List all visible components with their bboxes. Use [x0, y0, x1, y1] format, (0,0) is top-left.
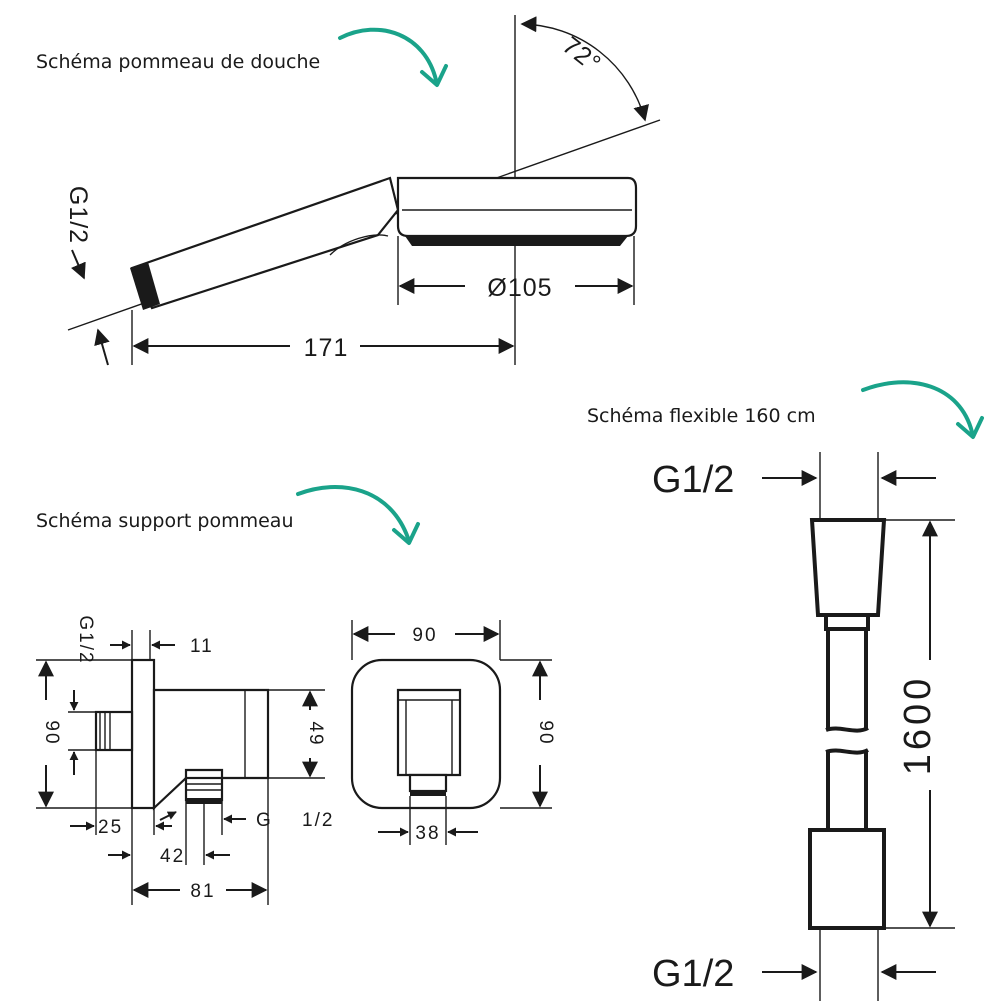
hose-top-cone: [809, 518, 887, 617]
caption-bracket: Schéma support pommeau: [36, 510, 294, 532]
handle-detail: [329, 234, 389, 256]
shower-head-nozzle-plate: [405, 236, 628, 246]
hose-bottom-fitting: [808, 828, 886, 930]
shower-handle: [130, 176, 400, 310]
bracket-thread-top-label: G1/2: [75, 615, 96, 664]
bracket-side-drawing: G1/2 11 90 49 25 G 1/2 42: [36, 615, 334, 905]
wall-plate: [130, 658, 156, 810]
accent-arrow-shower-head: [338, 27, 438, 82]
hose-lower-tube: [826, 750, 868, 828]
hose-thread-top-label: G1/2: [652, 459, 734, 501]
accent-arrow-bracket-tip: [392, 522, 420, 545]
caption-shower-head: Schéma pommeau de douche: [36, 51, 321, 73]
front-outlet: [408, 773, 448, 793]
rear-thread: [94, 710, 134, 752]
accent-arrows: [296, 27, 984, 545]
hose-length-label: 1600: [897, 675, 939, 776]
front-outlet-label: 38: [415, 823, 440, 844]
angle-label: 72°: [557, 31, 606, 78]
body-height-label: 49: [305, 721, 326, 746]
shower-head-body: [396, 176, 638, 238]
shower-head-drawing: 72° Ø105 171 G1/2: [64, 15, 661, 366]
outlet-thread: [184, 776, 224, 802]
accent-arrow-shower-head-tip: [420, 64, 448, 87]
bracket-body: [152, 688, 270, 811]
dim-81-label: 81: [190, 881, 215, 902]
length-label: 171: [304, 334, 349, 362]
front-width-label: 90: [412, 625, 437, 646]
bracket-front-drawing: 90 90 38: [350, 620, 556, 845]
bracket-thread-bottom-half: 1/2: [302, 810, 334, 831]
shower-handle-thread: [130, 262, 160, 310]
dim-42-label: 42: [160, 846, 185, 867]
accent-arrow-hose-tip: [956, 416, 984, 439]
dim-25-label: 25: [98, 817, 123, 838]
hose-upper-tube: [826, 629, 868, 730]
head-diameter-label: Ø105: [487, 274, 552, 302]
bracket-thread-bottom-g: G: [256, 810, 273, 831]
thread-arrow-top: [70, 249, 86, 280]
plate-height-label: 90: [41, 720, 62, 745]
front-holder: [396, 688, 462, 777]
thread-label: G1/2: [64, 186, 92, 244]
thread-arrow-bottom: [94, 328, 110, 366]
caption-hose: Schéma flexible 160 cm: [587, 405, 816, 427]
hose-thread-bottom-label: G1/2: [652, 953, 734, 995]
angle-arc: [520, 16, 649, 122]
hose-drawing: G1/2 1600 G1/2: [652, 452, 955, 1001]
front-height-label: 90: [535, 720, 556, 745]
accent-arrow-hose: [861, 380, 974, 434]
accent-arrow-bracket: [296, 485, 410, 540]
wall-offset-label: 11: [190, 636, 214, 657]
